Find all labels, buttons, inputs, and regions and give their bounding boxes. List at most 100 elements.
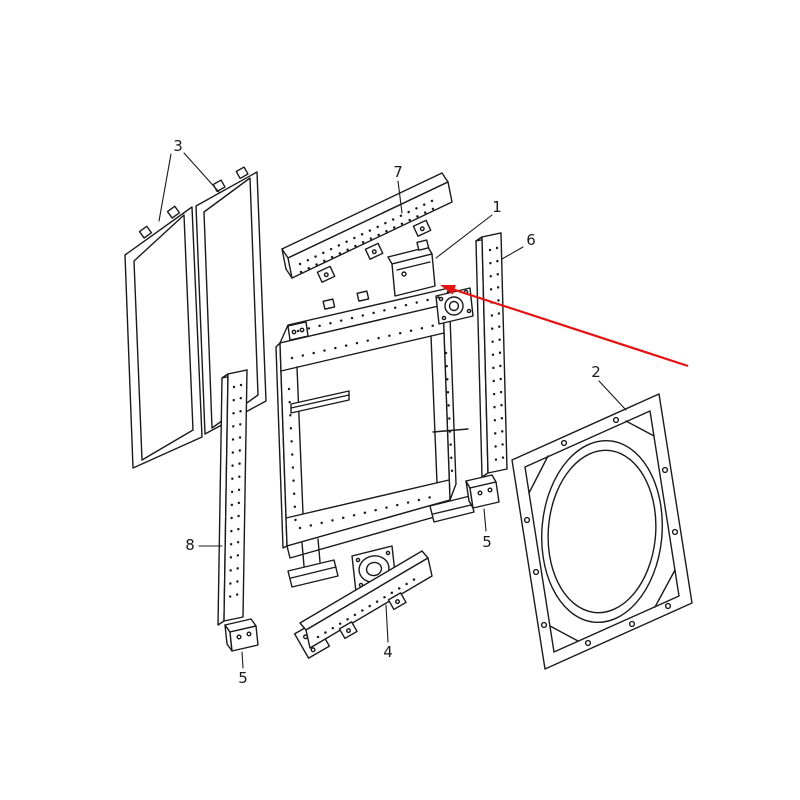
bar4-front-face	[305, 557, 433, 649]
leader-3a	[158, 153, 172, 222]
leader-5-left	[241, 651, 244, 669]
bottom-crossmember-part4	[293, 550, 433, 659]
arrow-head	[440, 285, 456, 295]
bolt-hole	[523, 516, 531, 524]
bolt-hole	[628, 620, 636, 628]
panel-left	[124, 206, 203, 469]
radiator-assembly	[275, 287, 475, 593]
leader-2	[598, 380, 627, 411]
foot-bracket-part5-left	[224, 618, 259, 652]
panel-right	[195, 171, 267, 435]
bar6-perforations	[495, 246, 505, 460]
bolt-hole	[246, 631, 252, 637]
leader-1	[435, 214, 493, 259]
leader-7	[397, 180, 403, 214]
left-foot-pad	[287, 559, 339, 588]
bolt-hole	[540, 621, 548, 629]
tank-bottom-line	[280, 332, 445, 372]
callout-label-5-left: 5	[238, 669, 248, 687]
shroud-corner-chamfer	[549, 625, 579, 642]
bar7-perforations	[299, 205, 439, 274]
bar7-clip	[364, 242, 384, 260]
callout-label-3: 3	[173, 137, 183, 155]
foot-riser	[301, 542, 305, 567]
panel-right-inner-border	[203, 177, 259, 429]
foot-riser	[317, 538, 321, 563]
foot-bracket-part5-right	[465, 474, 500, 509]
bracket1-inner-line	[396, 261, 431, 271]
support-bar-part6	[475, 232, 508, 478]
side-handle-line	[290, 394, 350, 409]
panel-tab	[138, 225, 153, 239]
shroud-corner-chamfer	[528, 455, 549, 494]
bolt-hole	[584, 639, 592, 647]
bar7-clip	[412, 219, 432, 237]
bolt-hole	[487, 487, 493, 493]
shroud-outer-frame	[511, 393, 693, 670]
top-clip	[356, 290, 370, 302]
line-art	[124, 152, 692, 669]
panel-left-inner-border	[133, 214, 194, 461]
shroud-corner-chamfer	[654, 569, 676, 608]
callout-label-6: 6	[526, 231, 536, 249]
bolt-hole	[438, 296, 444, 302]
arrow-shaft	[451, 287, 689, 368]
callout-label-8: 8	[185, 536, 195, 554]
bolt-hole	[355, 557, 361, 563]
bracket1-tab	[416, 239, 430, 251]
bracket5l-front	[229, 625, 259, 652]
bar6-perforations	[488, 248, 498, 462]
port-opening	[444, 296, 464, 316]
leader-5-right	[483, 508, 487, 532]
leader-4	[385, 604, 389, 643]
red-pointer-arrow	[440, 285, 689, 368]
panel-tab	[166, 205, 181, 219]
top-clip	[322, 298, 336, 310]
side-panels-part3	[124, 166, 267, 469]
tank-perforations	[290, 323, 438, 360]
port-opening-inner	[448, 300, 460, 312]
left-foot-pad-line	[290, 566, 337, 579]
bar8-perforations	[235, 383, 243, 606]
callout-label-2: 2	[591, 363, 601, 381]
bolt-hole	[664, 602, 672, 610]
panel-tab	[235, 166, 249, 180]
right-foot-pad-line	[432, 504, 472, 515]
bar6-front-face	[481, 232, 508, 474]
bolt-hole	[299, 327, 305, 333]
leader-lines	[158, 152, 627, 669]
bolt-hole	[236, 634, 242, 640]
callout-labels: 3 7 1 6 2 8 5 4 5	[173, 137, 601, 687]
bolt-hole	[477, 490, 483, 496]
bolt-hole	[560, 439, 568, 447]
bolt-hole	[385, 550, 391, 556]
bar8-perforations	[228, 385, 236, 608]
leader-6	[501, 246, 524, 260]
top-face-perforations	[296, 295, 442, 333]
bolt-hole	[671, 528, 679, 536]
bar4-clip	[338, 621, 358, 640]
bracket1-front-face	[391, 253, 436, 297]
bolt-hole	[532, 568, 540, 576]
right-channel-line	[430, 335, 438, 484]
top-crossmember-part7	[281, 172, 453, 283]
panel-tab	[212, 179, 226, 193]
bottom-band-line	[285, 479, 450, 519]
callout-label-4: 4	[383, 643, 393, 661]
leader-3b	[183, 152, 220, 193]
shroud-fan-opening	[530, 418, 675, 645]
support-bar-part8	[217, 369, 248, 626]
callout-label-5-right: 5	[482, 533, 492, 551]
callout-label-7: 7	[393, 163, 403, 181]
fan-shroud-part2	[512, 394, 692, 669]
mounting-bracket-part1	[387, 239, 436, 297]
bar4-clip	[387, 592, 407, 611]
bolt-hole	[291, 329, 297, 335]
bar8-front-face	[223, 369, 248, 622]
bolt-hole	[466, 308, 472, 314]
bolt-hole	[612, 416, 620, 424]
callout-label-1: 1	[492, 198, 502, 216]
bar7-clip	[316, 265, 336, 283]
